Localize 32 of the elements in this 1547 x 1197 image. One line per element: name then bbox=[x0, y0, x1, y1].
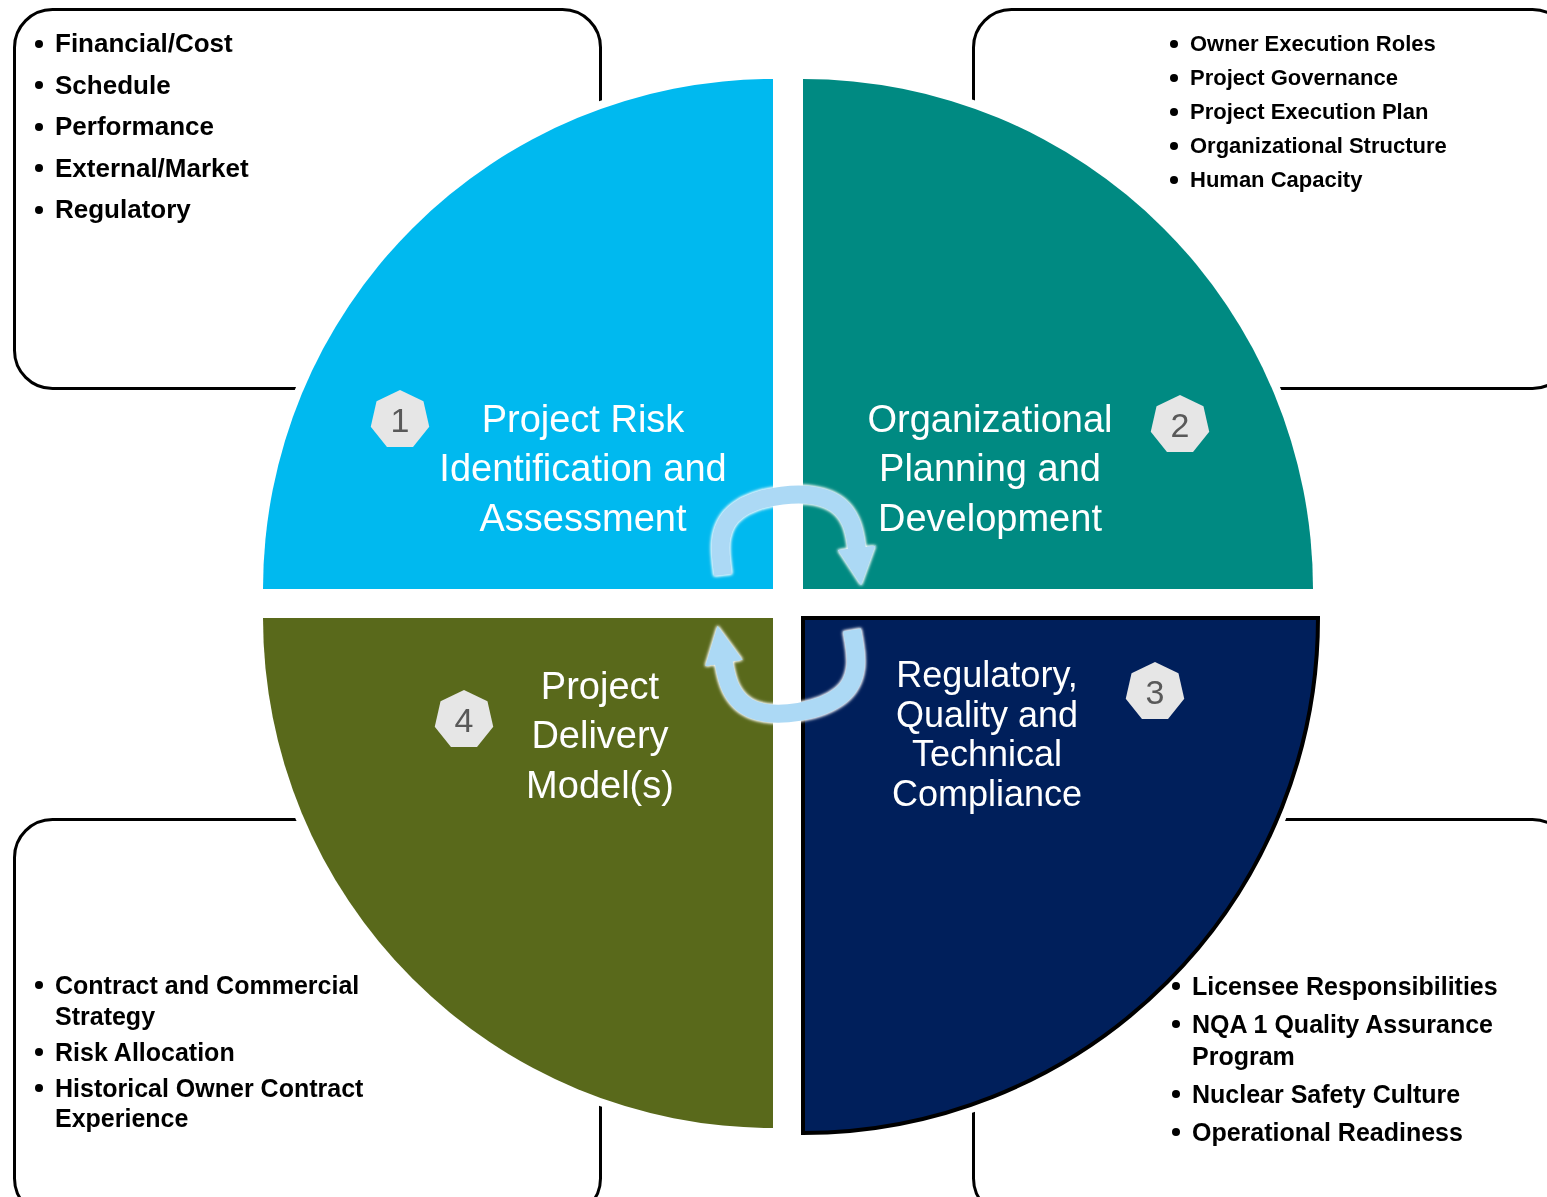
segment-title: Project Risk Identification and Assessment bbox=[438, 397, 728, 541]
bullet-item: Owner Execution Roles bbox=[1190, 31, 1436, 56]
bullet-item: Project Governance bbox=[1190, 65, 1398, 90]
bullet-item: Historical Owner Contract Experience bbox=[55, 1073, 364, 1133]
step-number-badge: 1 bbox=[370, 390, 430, 450]
step-number-badge: 2 bbox=[1150, 395, 1210, 455]
bullet-item: Performance bbox=[55, 111, 214, 141]
curved-arrow bbox=[711, 485, 876, 586]
bullet-item: Financial/Cost bbox=[55, 28, 233, 58]
bullet-item: Contract and Commercial Strategy bbox=[55, 971, 360, 1030]
bullet-item: Operational Readiness bbox=[1192, 1118, 1463, 1147]
bullet-item: Schedule bbox=[55, 69, 171, 100]
segment-title: Organizational Planning and Development bbox=[866, 397, 1114, 541]
segment-title: Project Delivery Model(s) bbox=[525, 664, 675, 808]
bullet-list-card bbox=[972, 8, 1547, 390]
bullet-list-card bbox=[13, 818, 602, 1197]
segment-title: Regulatory, Quality and Technical Compliance bbox=[890, 655, 1084, 814]
bullet-item: Licensee Responsibilities bbox=[1192, 972, 1498, 1000]
bullet-item: Nuclear Safety Culture bbox=[1192, 1080, 1461, 1109]
quarter-circle-segment bbox=[263, 79, 773, 589]
bullet-item: Risk Allocation bbox=[55, 1037, 235, 1066]
bullet-item: External/Market bbox=[55, 152, 249, 183]
bullet-item: Project Execution Plan bbox=[1190, 99, 1429, 124]
bullet-item: NQA 1 Quality Assurance Program bbox=[1192, 1010, 1494, 1071]
bullet-list-card bbox=[13, 8, 602, 390]
bullet-item: Organizational Structure bbox=[1190, 133, 1447, 158]
step-number-badge: 4 bbox=[434, 690, 494, 750]
bullet-item: Regulatory bbox=[55, 194, 191, 224]
bullet-item: Human Capacity bbox=[1190, 167, 1363, 192]
bullet-list-card bbox=[972, 818, 1547, 1197]
curved-arrow bbox=[705, 625, 865, 723]
step-number-badge: 3 bbox=[1125, 662, 1185, 722]
